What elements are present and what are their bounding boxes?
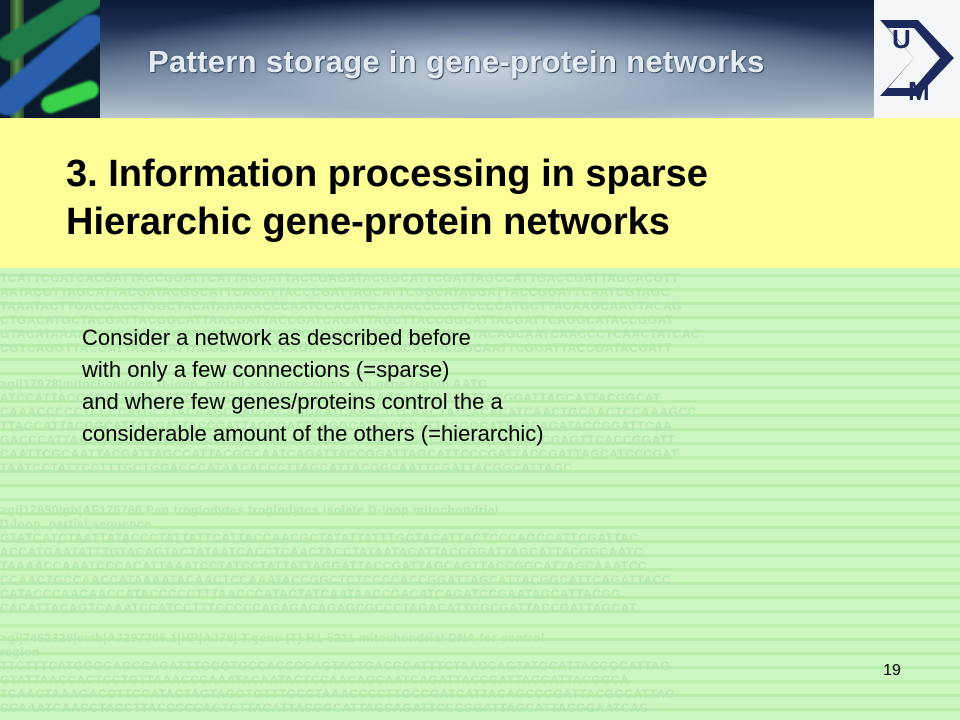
slide-title: 3. Information processing in sparse Hier… (66, 150, 926, 246)
um-logo-graphic: U M (874, 0, 960, 118)
slide-title-line-1: 3. Information processing in sparse (66, 153, 708, 195)
slide-body: Consider a network as described before w… (82, 322, 782, 450)
banner-glow (100, 0, 874, 118)
logo-letter-m: M (908, 76, 930, 106)
microscopy-image (0, 0, 100, 118)
body-line: with only a few connections (=sparse) (82, 357, 450, 382)
body-line: and where few genes/proteins control the… (82, 389, 503, 414)
body-line: considerable amount of the others (=hier… (82, 421, 544, 446)
title-band (0, 118, 960, 268)
banner-title: Pattern storage in gene-protein networks (148, 44, 765, 79)
body-line: Consider a network as described before (82, 325, 471, 350)
logo-letter-u: U (892, 24, 911, 54)
slide-title-line-2: Hierarchic gene-protein networks (66, 201, 670, 243)
dna-sequence-background: TCATTCGATCACGATTACCGGATTCATTAGCATTACCGAG… (0, 268, 960, 720)
page-number: 19 (883, 662, 901, 679)
header-banner (0, 0, 874, 118)
um-logo: U M (874, 0, 960, 118)
